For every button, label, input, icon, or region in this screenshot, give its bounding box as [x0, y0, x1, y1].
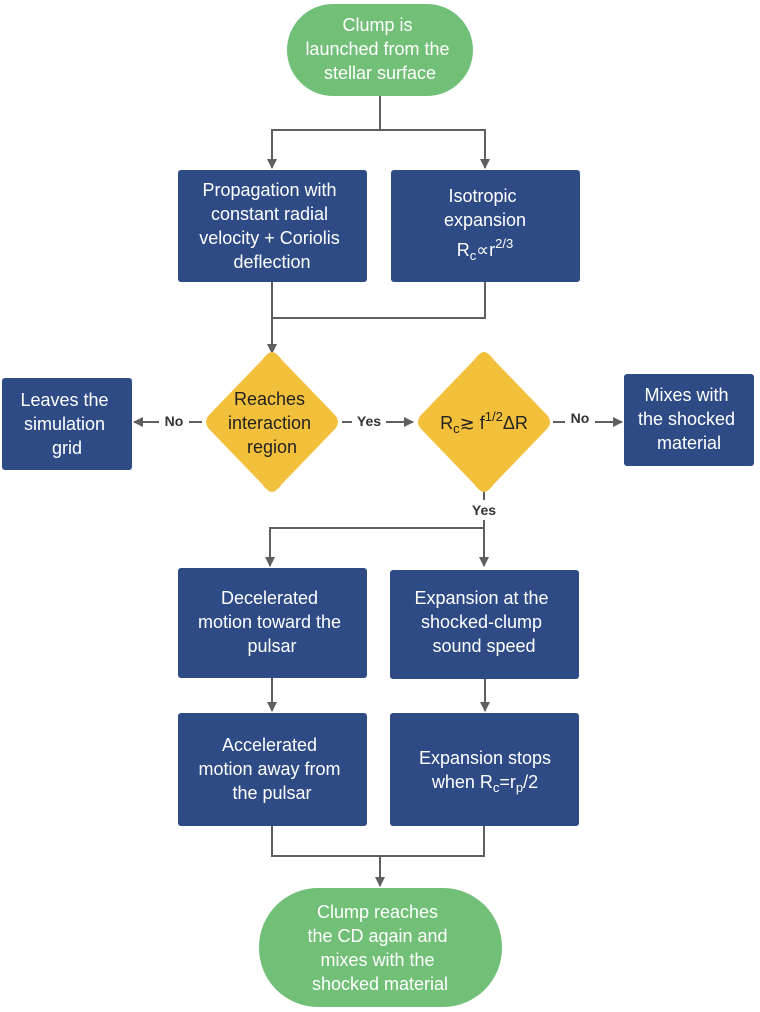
- start-line-3: stellar surface: [324, 63, 436, 83]
- expansion-sound-line-2: shocked-clump: [421, 612, 542, 632]
- mixes-box: Mixes with the shocked material: [624, 374, 754, 466]
- condition-decision-shape: [418, 352, 550, 492]
- expansion-sound-box-shape: [390, 570, 579, 679]
- accelerated-box: Accelerated motion away from the pulsar: [178, 713, 367, 826]
- accelerated-box-shape: [178, 713, 367, 826]
- edge-label-condition-no: No: [571, 410, 590, 426]
- svg-text:Decelerated motion towar: Decelerated motion toward the pulsar: [198, 588, 346, 656]
- decelerated-box-shape: [178, 568, 367, 678]
- connectors: [133, 96, 623, 886]
- expansion-sound-line-3: sound speed: [432, 636, 535, 656]
- leaves-line-3: grid: [52, 438, 82, 458]
- end-line-1: Clump reaches: [317, 902, 438, 922]
- accelerated-line-1: Accelerated: [222, 735, 317, 755]
- isotropic-line-2: expansion: [444, 210, 526, 230]
- propagation-line-3: velocity + Coriolis: [199, 228, 340, 248]
- reaches-decision-shape: [206, 352, 338, 492]
- expansion-stops-formula: when Rc=rp/2: [431, 772, 538, 795]
- decelerated-line-1: Decelerated: [221, 588, 318, 608]
- mixes-line-2: the shocked: [638, 409, 735, 429]
- accelerated-line-2: motion away from: [198, 759, 340, 779]
- decelerated-line-2: motion toward the: [198, 612, 341, 632]
- connector-merge-end: [271, 826, 485, 886]
- leaves-box-shape: [2, 378, 132, 470]
- reaches-line-3: region: [247, 437, 297, 457]
- edge-label-bg-condition-no: [565, 409, 595, 429]
- svg-text:Isotropic expansion: Isotropic expansion: [444, 186, 526, 230]
- isotropic-line-1: Isotropic: [448, 186, 516, 206]
- end-line-3: mixes with the: [320, 950, 434, 970]
- expansion-stops-line-1: Expansion stops: [419, 748, 551, 768]
- svg-text:Reaches interaction: Reaches interaction region: [228, 389, 316, 457]
- svg-text:Accelerated motion away: Accelerated motion away from the pulsar: [198, 735, 345, 803]
- mixes-box-shape: [624, 374, 754, 466]
- end-line-2: the CD again and: [307, 926, 447, 946]
- start-terminal: Clump is launched from the stellar surfa…: [287, 4, 473, 96]
- edge-label-bg-condition-yes: [467, 500, 501, 520]
- mixes-line-3: material: [657, 433, 721, 453]
- expansion-stops-box: Expansion stops when Rc=rp/2: [390, 713, 579, 826]
- end-terminal-shape: [259, 888, 502, 1007]
- svg-text:Mixes with the shocked: Mixes with the shocked material: [638, 385, 740, 453]
- decelerated-line-3: pulsar: [247, 636, 296, 656]
- reaches-line-2: interaction: [228, 413, 311, 433]
- edge-label-bg-reaches-yes: [352, 411, 386, 431]
- svg-text:Leaves the simulation: Leaves the simulation grid: [20, 390, 113, 458]
- condition-decision: Rc≳ f1/2ΔR: [418, 352, 550, 492]
- isotropic-box: Isotropic expansion Rc∝r2/3: [391, 170, 580, 282]
- decelerated-box: Decelerated motion toward the pulsar: [178, 568, 367, 678]
- propagation-line-2: constant radial: [211, 204, 328, 224]
- connector-condition-split: [265, 492, 485, 567]
- isotropic-box-shape: [391, 170, 580, 282]
- expansion-sound-line-1: Expansion at the: [414, 588, 548, 608]
- svg-text:Propagation with constan: Propagation with constant radial velocit…: [199, 180, 345, 272]
- connector-start-isotropic: [380, 129, 490, 169]
- end-terminal: Clump reaches the CD again and mixes wit…: [259, 888, 502, 1007]
- reaches-decision: Reaches interaction region: [206, 352, 338, 492]
- edge-label-reaches-no: No: [165, 413, 184, 429]
- leaves-box: Leaves the simulation grid: [2, 378, 132, 470]
- edge-label-bg-reaches-no: [159, 411, 189, 431]
- start-line-1: Clump is: [342, 15, 412, 35]
- propagation-box: Propagation with constant radial velocit…: [178, 170, 367, 282]
- leaves-line-1: Leaves the: [20, 390, 108, 410]
- mixes-line-1: Mixes with: [644, 385, 728, 405]
- connector-isotropic-reaches: [272, 282, 486, 319]
- propagation-box-shape: [178, 170, 367, 282]
- edge-label-condition-yes: Yes: [472, 502, 496, 518]
- connector-start-split: [271, 96, 381, 168]
- reaches-line-1: Reaches: [234, 389, 305, 409]
- expansion-stops-box-shape: [390, 713, 579, 826]
- start-line-2: launched from the: [305, 39, 449, 59]
- svg-text:Clump is launched from t: Clump is launched from the stellar surfa…: [305, 15, 454, 83]
- condition-formula: Rc≳ f1/2ΔR: [440, 409, 528, 436]
- svg-text:Expansion at the shocked: Expansion at the shocked-clump sound spe…: [414, 588, 553, 656]
- accelerated-line-3: the pulsar: [232, 783, 311, 803]
- svg-text:Expansion stops: Expansion stops: [419, 748, 551, 768]
- leaves-line-2: simulation: [24, 414, 105, 434]
- start-terminal-shape: [287, 4, 473, 96]
- propagation-line-4: deflection: [233, 252, 310, 272]
- end-line-4: shocked material: [312, 974, 448, 994]
- isotropic-formula: Rc∝r2/3: [457, 236, 513, 263]
- svg-text:Clump reaches the CD aga: Clump reaches the CD again and mixes wit…: [307, 902, 452, 994]
- edge-labels: No Yes No Yes: [159, 409, 595, 520]
- expansion-sound-box: Expansion at the shocked-clump sound spe…: [390, 570, 579, 679]
- propagation-line-1: Propagation with: [202, 180, 336, 200]
- edge-label-reaches-yes: Yes: [357, 413, 381, 429]
